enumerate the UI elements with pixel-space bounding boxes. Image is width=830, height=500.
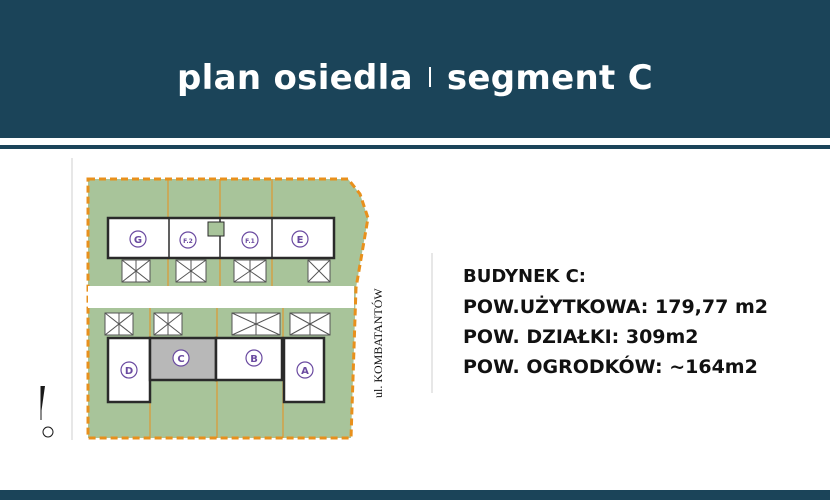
unit-markers (120, 230, 314, 379)
terraces-top (121, 259, 331, 283)
plot-area: POW. DZIAŁKI: 309m2 (463, 326, 699, 348)
unit-label-f2: F.2 (183, 238, 193, 245)
unit-label-f1: F.1 (245, 238, 255, 245)
internal-road (88, 286, 354, 308)
unit-label-d: D (125, 366, 133, 377)
street-label: ul. KOMBATANTÓW (371, 288, 385, 398)
gardens-area: POW. OGRODKÓW: ~164m2 (463, 356, 758, 378)
title-right: segment C (446, 58, 653, 98)
title-separator (428, 67, 431, 87)
unit-label-e: E (297, 235, 304, 246)
site-plan: G F.2 F.1 E D C B A ul. KOMBATANTÓW (38, 158, 438, 458)
site-plan-drawing: G F.2 F.1 E D C B A ul. KOMBATANTÓW (40, 158, 433, 440)
north-arrow-icon (40, 386, 54, 438)
building-info: BUDYNEK C: POW.UŻYTKOWA: 179,77 m2 POW. … (463, 262, 768, 382)
unit-label-g: G (134, 235, 142, 246)
building-name: BUDYNEK C: (463, 266, 586, 287)
unit-label-c: C (177, 354, 184, 365)
footer-bar (0, 490, 830, 500)
header-banner: plan osiedla segment C (0, 0, 830, 138)
usable-area: POW.UŻYTKOWA: 179,77 m2 (463, 296, 768, 318)
unit-label-b: B (250, 354, 258, 365)
terraces-bottom (104, 312, 331, 336)
header-divider (0, 145, 830, 149)
building-a (282, 336, 326, 404)
title-left: plan osiedla (177, 58, 413, 98)
page-title: plan osiedla segment C (0, 58, 830, 98)
unit-label-a: A (301, 366, 309, 377)
